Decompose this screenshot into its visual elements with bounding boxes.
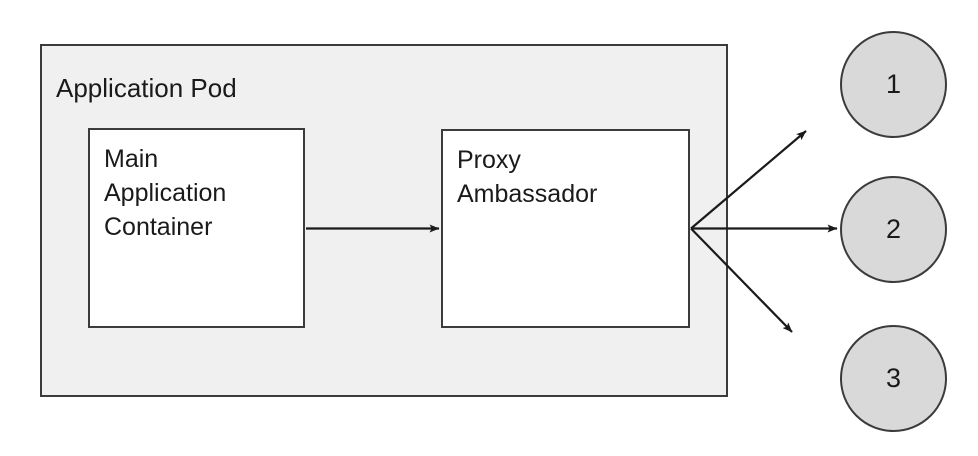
endpoint-circle-1[interactable]: 1 [840,31,947,138]
endpoint-circle-3-label: 3 [885,363,902,393]
proxy-ambassador-box[interactable]: Proxy Ambassador [441,129,690,328]
main-application-container-box[interactable]: Main Application Container [88,128,305,328]
endpoint-circle-3[interactable]: 3 [840,325,947,432]
endpoint-circle-2[interactable]: 2 [840,176,947,283]
application-pod-label: Application Pod [56,73,237,103]
endpoint-circle-2-label: 2 [885,214,902,244]
proxy-ambassador-label: Proxy Ambassador [457,146,598,208]
main-application-container-label: Main Application Container [104,145,227,241]
endpoint-circle-1-label: 1 [885,69,902,99]
